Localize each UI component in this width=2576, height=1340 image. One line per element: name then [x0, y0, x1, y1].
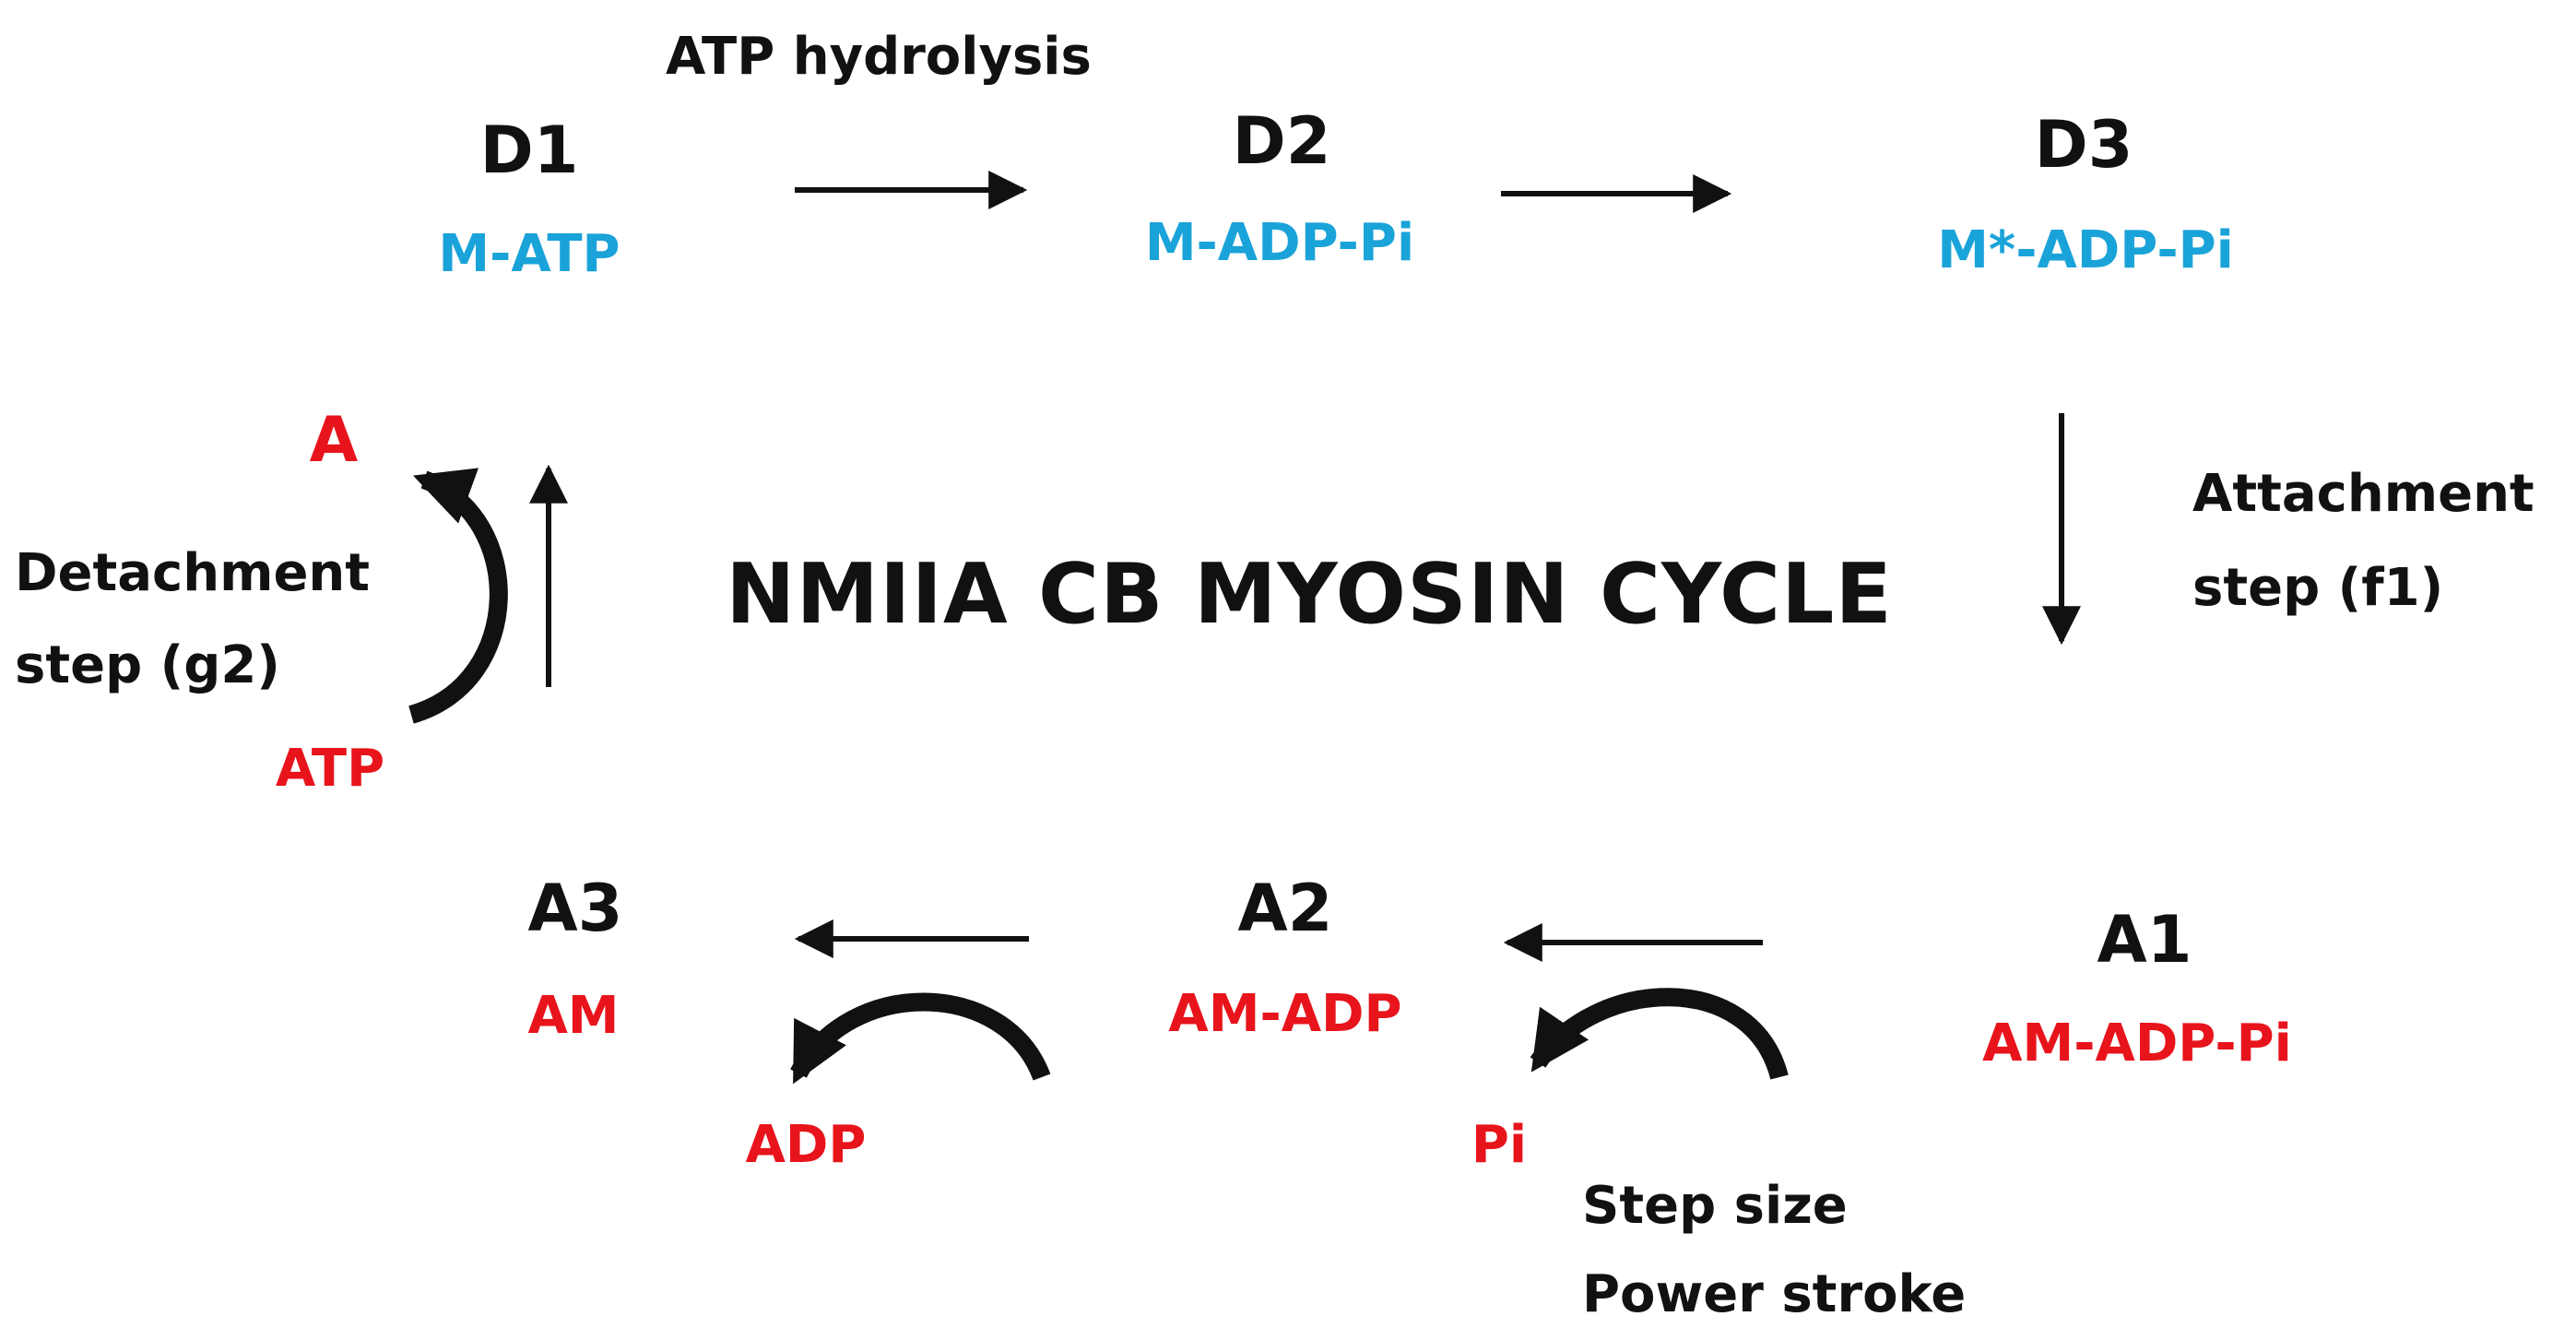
- species-a3: AM: [527, 986, 620, 1046]
- detachment-step-line1: Detachment: [15, 543, 371, 603]
- species-a1: AM-ADP-Pi: [1982, 1014, 2292, 1073]
- state-a3: A3: [527, 871, 623, 946]
- attachment-step-line1: Attachment: [2192, 464, 2535, 524]
- atp-binding-label: ATP: [275, 739, 385, 799]
- state-a1: A1: [2097, 902, 2192, 978]
- detachment-curve-arrow: [408, 468, 508, 724]
- species-d3: M*-ADP-Pi: [1937, 220, 2234, 280]
- power-stroke-label: Power stroke: [1582, 1264, 1967, 1324]
- pi-release-curve-arrow: [1530, 988, 1789, 1080]
- state-d3: D3: [2034, 107, 2133, 183]
- actin-product-label: A: [309, 404, 359, 477]
- atp-hydrolysis-label: ATP hydrolysis: [666, 27, 1092, 87]
- step-size-label: Step size: [1582, 1176, 1848, 1236]
- species-d1: M-ATP: [438, 224, 620, 284]
- state-a2: A2: [1237, 871, 1333, 946]
- attachment-step-line2: step (f1): [2192, 558, 2444, 618]
- species-d2: M-ADP-Pi: [1144, 213, 1415, 273]
- diagram-title: NMIIA CB MYOSIN CYCLE: [726, 546, 1893, 643]
- detachment-step-line2: step (g2): [15, 635, 280, 695]
- adp-release-curve-arrow: [790, 992, 1051, 1085]
- species-a2: AM-ADP: [1168, 984, 1402, 1044]
- state-d2: D2: [1232, 103, 1331, 179]
- state-d1: D1: [479, 113, 579, 188]
- pi-release-label: Pi: [1471, 1115, 1528, 1175]
- adp-release-label: ADP: [745, 1115, 867, 1175]
